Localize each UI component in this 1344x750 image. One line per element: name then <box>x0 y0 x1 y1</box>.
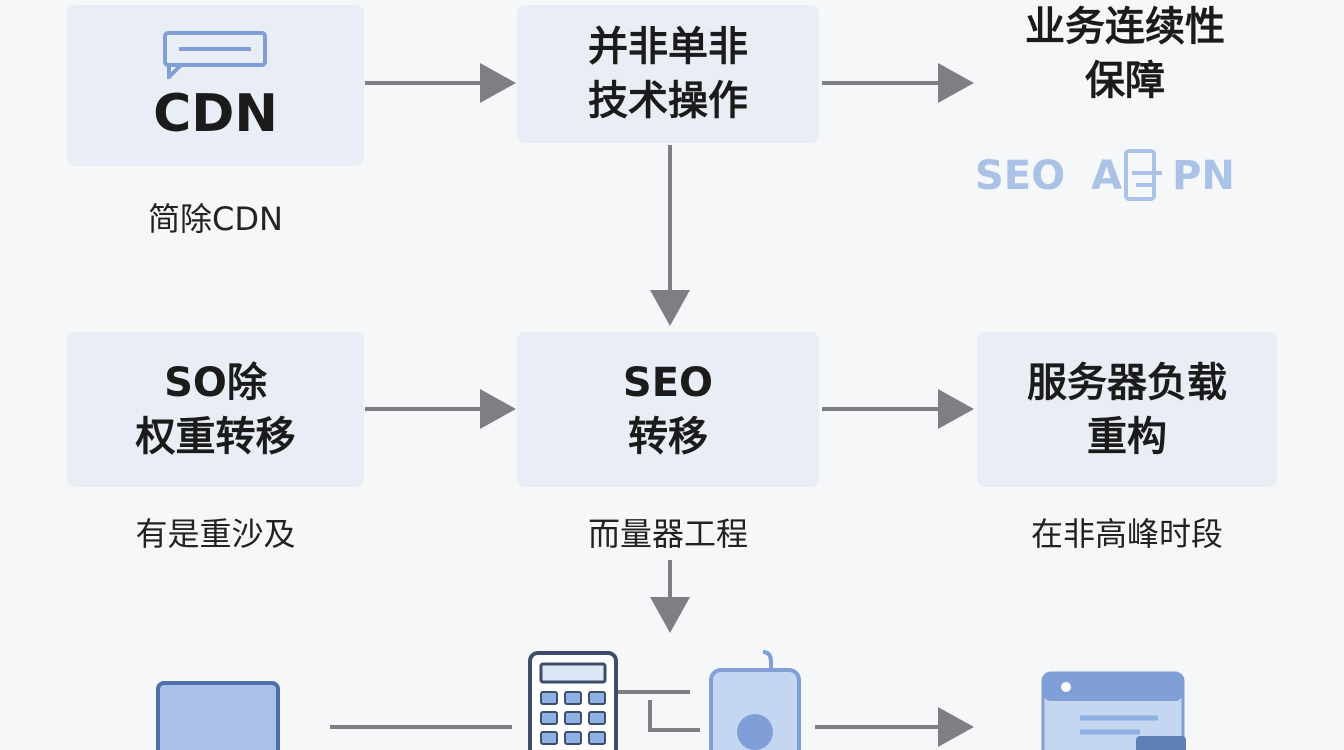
browser-window-icon <box>1041 671 1186 750</box>
tag-a: A <box>1091 153 1123 199</box>
document-tag-icon <box>1124 149 1163 201</box>
node-seo-move: SEO 转移 <box>517 332 819 487</box>
node-so-weight-caption: 有是重沙及 <box>135 515 296 553</box>
node-non-tech-line-2: 技术操作 <box>588 78 748 124</box>
node-seo-move-caption: 而量器工程 <box>587 515 748 553</box>
node-non-tech-line-1: 并非单非 <box>588 24 748 70</box>
node-continuity-line-2: 保障 <box>1085 58 1165 104</box>
node-continuity-title: 业务连续性 保障 <box>975 0 1275 108</box>
node-server-load-line-2: 重构 <box>1087 413 1167 460</box>
device-icon <box>156 681 280 750</box>
node-cdn-title: CDN <box>153 83 278 144</box>
node-non-tech: 并非单非 技术操作 <box>517 5 819 143</box>
node-server-load-caption: 在非高峰时段 <box>1030 515 1223 553</box>
node-server-load: 服务器负载 重构 <box>977 332 1277 487</box>
node-cdn-caption: 简除CDN <box>148 200 283 238</box>
node-continuity-line-1: 业务连续性 <box>1025 4 1225 50</box>
node-server-load-line-1: 服务器负载 <box>1027 359 1227 406</box>
tag-pn: PN <box>1172 153 1235 199</box>
node-seo-move-line-1: SEO <box>622 359 714 406</box>
node-seo-move-line-2: 转移 <box>628 413 708 460</box>
node-so-weight: SO除 权重转移 <box>67 332 364 487</box>
arrow-calc-connector-2 <box>648 700 700 732</box>
node-so-weight-line-2: 权重转移 <box>135 413 296 460</box>
tag-seo: SEO <box>975 153 1066 199</box>
node-so-weight-line-1: SO除 <box>164 359 267 406</box>
tablet-icon <box>709 650 801 750</box>
calculator-icon <box>528 651 618 750</box>
node-cdn: CDN <box>67 5 364 166</box>
node-continuity-tags: SEO A PN <box>975 146 1255 206</box>
chat-bubble-icon <box>162 30 267 79</box>
